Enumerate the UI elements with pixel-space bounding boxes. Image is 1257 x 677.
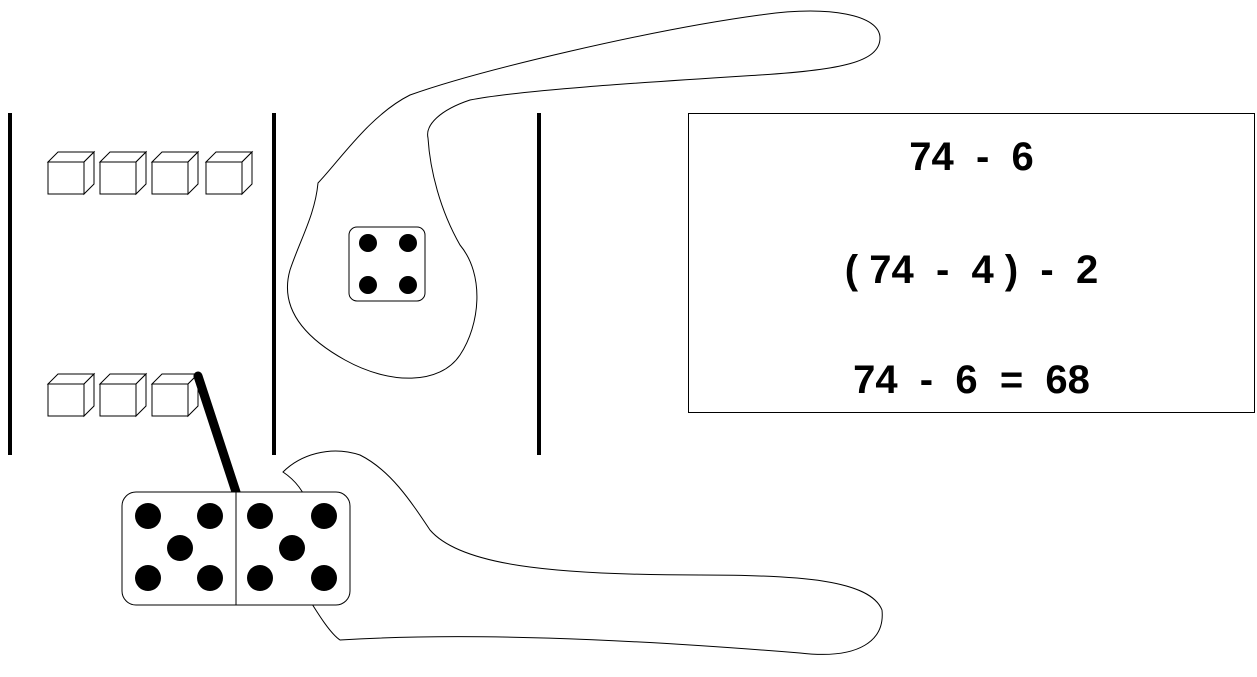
tens-cube — [151, 373, 199, 417]
equation-problem: 74 - 6 — [909, 135, 1034, 179]
connector-line — [193, 371, 241, 497]
tens-cube — [151, 151, 199, 195]
pip — [247, 565, 273, 591]
pip — [311, 565, 337, 591]
domino-card — [121, 491, 351, 606]
pip — [399, 276, 417, 294]
pip — [279, 535, 305, 561]
pip — [135, 565, 161, 591]
equation-answer: 74 - 6 = 68 — [853, 358, 1090, 402]
tens-cubes-bottom-row — [47, 373, 199, 417]
equation-decomposition: ( 74 - 4 ) - 2 — [844, 248, 1099, 292]
pip — [311, 503, 337, 529]
pip — [399, 234, 417, 252]
four-dice-card — [348, 226, 426, 302]
tens-cube — [99, 151, 147, 195]
tens-cube — [99, 373, 147, 417]
equation-box: 74 - 6 ( 74 - 4 ) - 2 74 - 6 = 68 — [688, 113, 1255, 413]
hand-outline-lower — [282, 450, 883, 655]
pip — [197, 565, 223, 591]
tens-cube — [205, 151, 253, 195]
tens-cube — [47, 373, 95, 417]
pip — [197, 503, 223, 529]
tens-cube — [47, 151, 95, 195]
pip — [135, 503, 161, 529]
hand-outline-upper — [286, 10, 881, 379]
pip — [167, 535, 193, 561]
pip — [359, 276, 377, 294]
pip — [359, 234, 377, 252]
tens-cubes-top-row — [47, 151, 253, 195]
pip — [247, 503, 273, 529]
